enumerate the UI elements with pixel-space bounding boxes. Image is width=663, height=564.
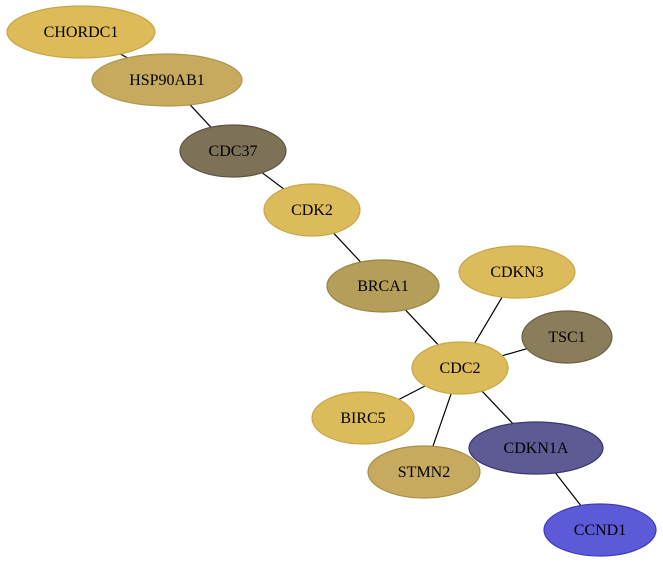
node-shape	[311, 391, 415, 445]
node-ccnd1[interactable]: CCND1	[543, 503, 657, 557]
node-cdc37[interactable]: CDC37	[179, 124, 287, 178]
node-shape	[6, 5, 156, 59]
node-shape	[521, 310, 613, 364]
node-shape	[543, 503, 657, 557]
edges-layer	[120, 53, 582, 506]
node-cdkn1a[interactable]: CDKN1A	[468, 421, 604, 475]
node-chordc1[interactable]: CHORDC1	[6, 5, 156, 59]
node-birc5[interactable]: BIRC5	[311, 391, 415, 445]
node-cdkn3[interactable]: CDKN3	[458, 245, 576, 299]
node-shape	[91, 53, 243, 107]
node-label: CDC2	[440, 360, 481, 377]
node-label: STMN2	[398, 464, 450, 481]
node-label: BIRC5	[340, 410, 385, 427]
node-label: CDKN1A	[504, 440, 569, 457]
node-label: HSP90AB1	[129, 72, 205, 89]
node-label: CDKN3	[490, 264, 543, 281]
node-shape	[326, 259, 440, 313]
node-hsp90ab1[interactable]: HSP90AB1	[91, 53, 243, 107]
edge-brca1-cdc2	[404, 309, 439, 346]
edge-cdc37-cdk2	[261, 172, 285, 190]
node-shape	[367, 445, 481, 499]
node-shape	[179, 124, 287, 178]
node-label: CDK2	[291, 202, 333, 219]
edge-hsp90ab1-cdc37	[189, 104, 212, 128]
edge-cdkn3-cdc2	[474, 296, 503, 344]
node-label: CCND1	[574, 522, 626, 539]
node-label: CDC37	[209, 143, 258, 160]
edge-cdc2-stmn2	[432, 393, 452, 447]
node-label: BRCA1	[357, 278, 409, 295]
node-tsc1[interactable]: TSC1	[521, 310, 613, 364]
edge-cdc2-birc5	[398, 385, 426, 401]
edge-cdkn1a-ccnd1	[554, 472, 582, 506]
edge-chordc1-hsp90ab1	[120, 53, 128, 59]
node-stmn2[interactable]: STMN2	[367, 445, 481, 499]
node-shape	[263, 183, 361, 237]
node-brca1[interactable]: BRCA1	[326, 259, 440, 313]
node-label: TSC1	[548, 329, 585, 346]
edge-cdc2-cdkn1a	[481, 390, 514, 425]
node-cdk2[interactable]: CDK2	[263, 183, 361, 237]
node-shape	[411, 341, 509, 395]
edge-tsc1-cdc2	[502, 348, 527, 357]
node-label: CHORDC1	[44, 24, 119, 41]
node-shape	[458, 245, 576, 299]
node-cdc2[interactable]: CDC2	[411, 341, 509, 395]
node-shape	[468, 421, 604, 475]
edge-cdk2-brca1	[333, 232, 362, 263]
